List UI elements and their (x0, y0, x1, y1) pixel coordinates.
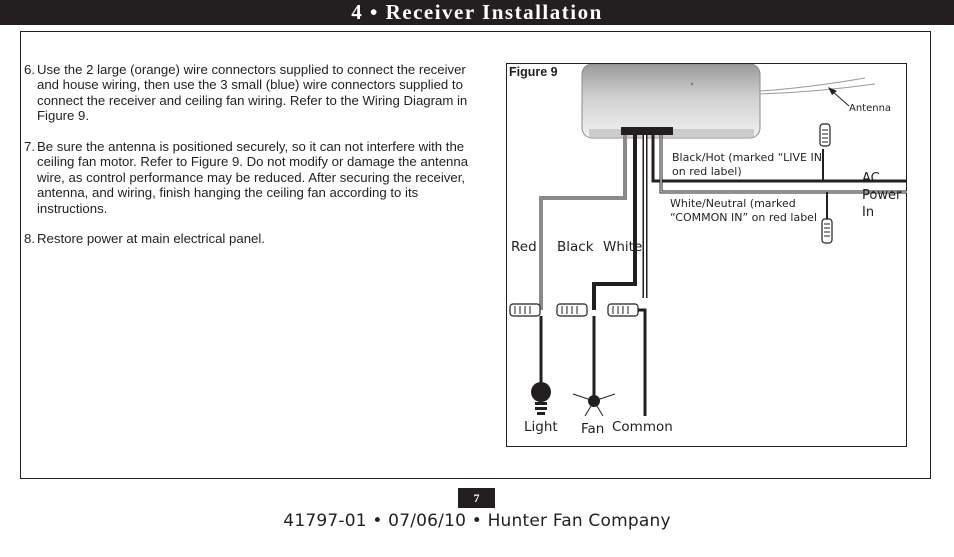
neutral-wire-label: White/Neutral (marked “COMMON IN” on red… (670, 197, 818, 224)
antenna-label: Antenna (849, 103, 892, 114)
terminal-block (621, 127, 673, 135)
common-wire (638, 308, 647, 416)
step-6: 6. Use the 2 large (orange) wire connect… (24, 62, 474, 124)
ac-neutral-connector (821, 218, 833, 244)
figure-title: Figure 9 (509, 65, 558, 79)
white-label: White (603, 239, 643, 255)
black-wire (592, 135, 637, 310)
fan-label: Fan (581, 421, 605, 437)
receiver-box (581, 64, 761, 139)
red-wire (539, 135, 627, 310)
red-wire-connector (509, 303, 541, 317)
red-label: Red (511, 239, 537, 255)
white-wire-connector (607, 303, 639, 317)
step-number: 8. (24, 231, 35, 247)
page-number: 7 (458, 488, 495, 508)
page-number-text: 7 (473, 491, 480, 505)
light-label: Light (524, 419, 558, 435)
black-wire-connector (556, 303, 588, 317)
fan-icon (572, 386, 616, 417)
step-8: 8. Restore power at main electrical pane… (24, 231, 474, 246)
antenna-wire (759, 77, 876, 107)
hot-wire-label: Black/Hot (marked “LIVE IN on red label) (672, 151, 822, 178)
step-text: Use the 2 large (orange) wire connectors… (37, 62, 468, 124)
light-bulb-icon (531, 382, 551, 415)
section-title: 4 • Receiver Installation (351, 0, 603, 24)
hot-input-wire (651, 135, 842, 183)
step-text: Restore power at main electrical panel. (37, 231, 265, 247)
footer: 41797-01 • 07/06/10 • Hunter Fan Company (0, 511, 954, 531)
step-number: 7. (24, 139, 35, 155)
common-label: Common (612, 419, 673, 435)
step-7: 7. Be sure the antenna is positioned sec… (24, 139, 474, 216)
content-frame (20, 31, 931, 479)
black-label: Black (557, 239, 594, 255)
wiring-diagram-figure: Figure 9 Antenna Black/Hot (marked “LIVE… (506, 63, 907, 447)
section-header: 4 • Receiver Installation (0, 0, 954, 25)
instruction-steps: 6. Use the 2 large (orange) wire connect… (24, 62, 474, 262)
step-number: 6. (24, 62, 35, 77)
ac-power-label: AC Power In (862, 171, 902, 220)
wiring-diagram (509, 64, 907, 417)
ac-hot-connector (819, 123, 831, 147)
step-text: Be sure the antenna is positioned secure… (37, 139, 469, 216)
footer-text: 41797-01 • 07/06/10 • Hunter Fan Company (283, 511, 671, 531)
